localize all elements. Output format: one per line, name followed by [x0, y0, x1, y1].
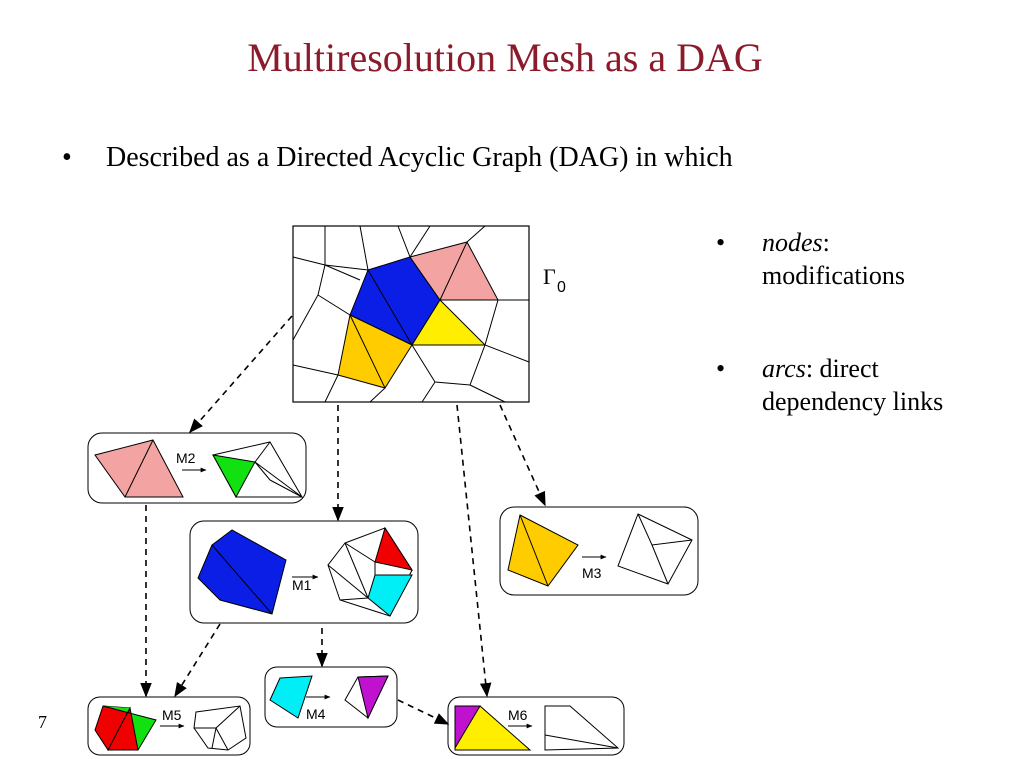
slide-title: Multiresolution Mesh as a DAG	[247, 35, 763, 80]
m6-label: M6	[508, 707, 528, 723]
nodes-term: nodes	[762, 228, 823, 257]
m1-label: M1	[292, 577, 312, 593]
nodes-rest-line2: modifications	[762, 261, 905, 290]
bullet-dot: •	[716, 354, 726, 383]
node-m5: M5	[87, 696, 251, 756]
arc-m4-m6	[397, 699, 450, 725]
dag-arcs	[140, 315, 546, 725]
yellow-region	[411, 299, 487, 346]
nodes-bullet-text: nodes: modifications	[762, 226, 1002, 292]
bullet-dot: •	[716, 228, 726, 257]
arcs-rest: : direct	[805, 354, 879, 383]
arcs-bullet-text: arcs: direct dependency links	[762, 352, 1002, 418]
arc-gamma-m2	[189, 315, 293, 434]
gamma-subscript: 0	[557, 279, 566, 296]
m4-label: M4	[306, 706, 326, 722]
node-m3: M3	[499, 506, 699, 596]
m2-label: M2	[176, 450, 196, 466]
node-m6: M6	[447, 696, 625, 756]
node-m4: M4	[264, 666, 398, 728]
base-mesh	[292, 225, 530, 403]
arcs-rest-line2: dependency links	[762, 387, 944, 416]
arc-gamma-m3	[499, 404, 546, 507]
m3-label: M3	[582, 565, 602, 581]
gamma-symbol: Γ	[543, 264, 556, 289]
main-bullet-text: Described as a Directed Acyclic Graph (D…	[106, 142, 733, 173]
node-m2: M2	[87, 432, 307, 504]
node-m1: M1	[189, 520, 419, 624]
page-number: 7	[38, 712, 47, 732]
bullet-dot: •	[62, 142, 72, 173]
arc-m1-m5	[174, 623, 221, 698]
arc-gamma-m6	[456, 404, 492, 698]
m5-label: M5	[162, 707, 182, 723]
arcs-term: arcs	[762, 354, 806, 383]
nodes-rest: :	[822, 228, 830, 257]
